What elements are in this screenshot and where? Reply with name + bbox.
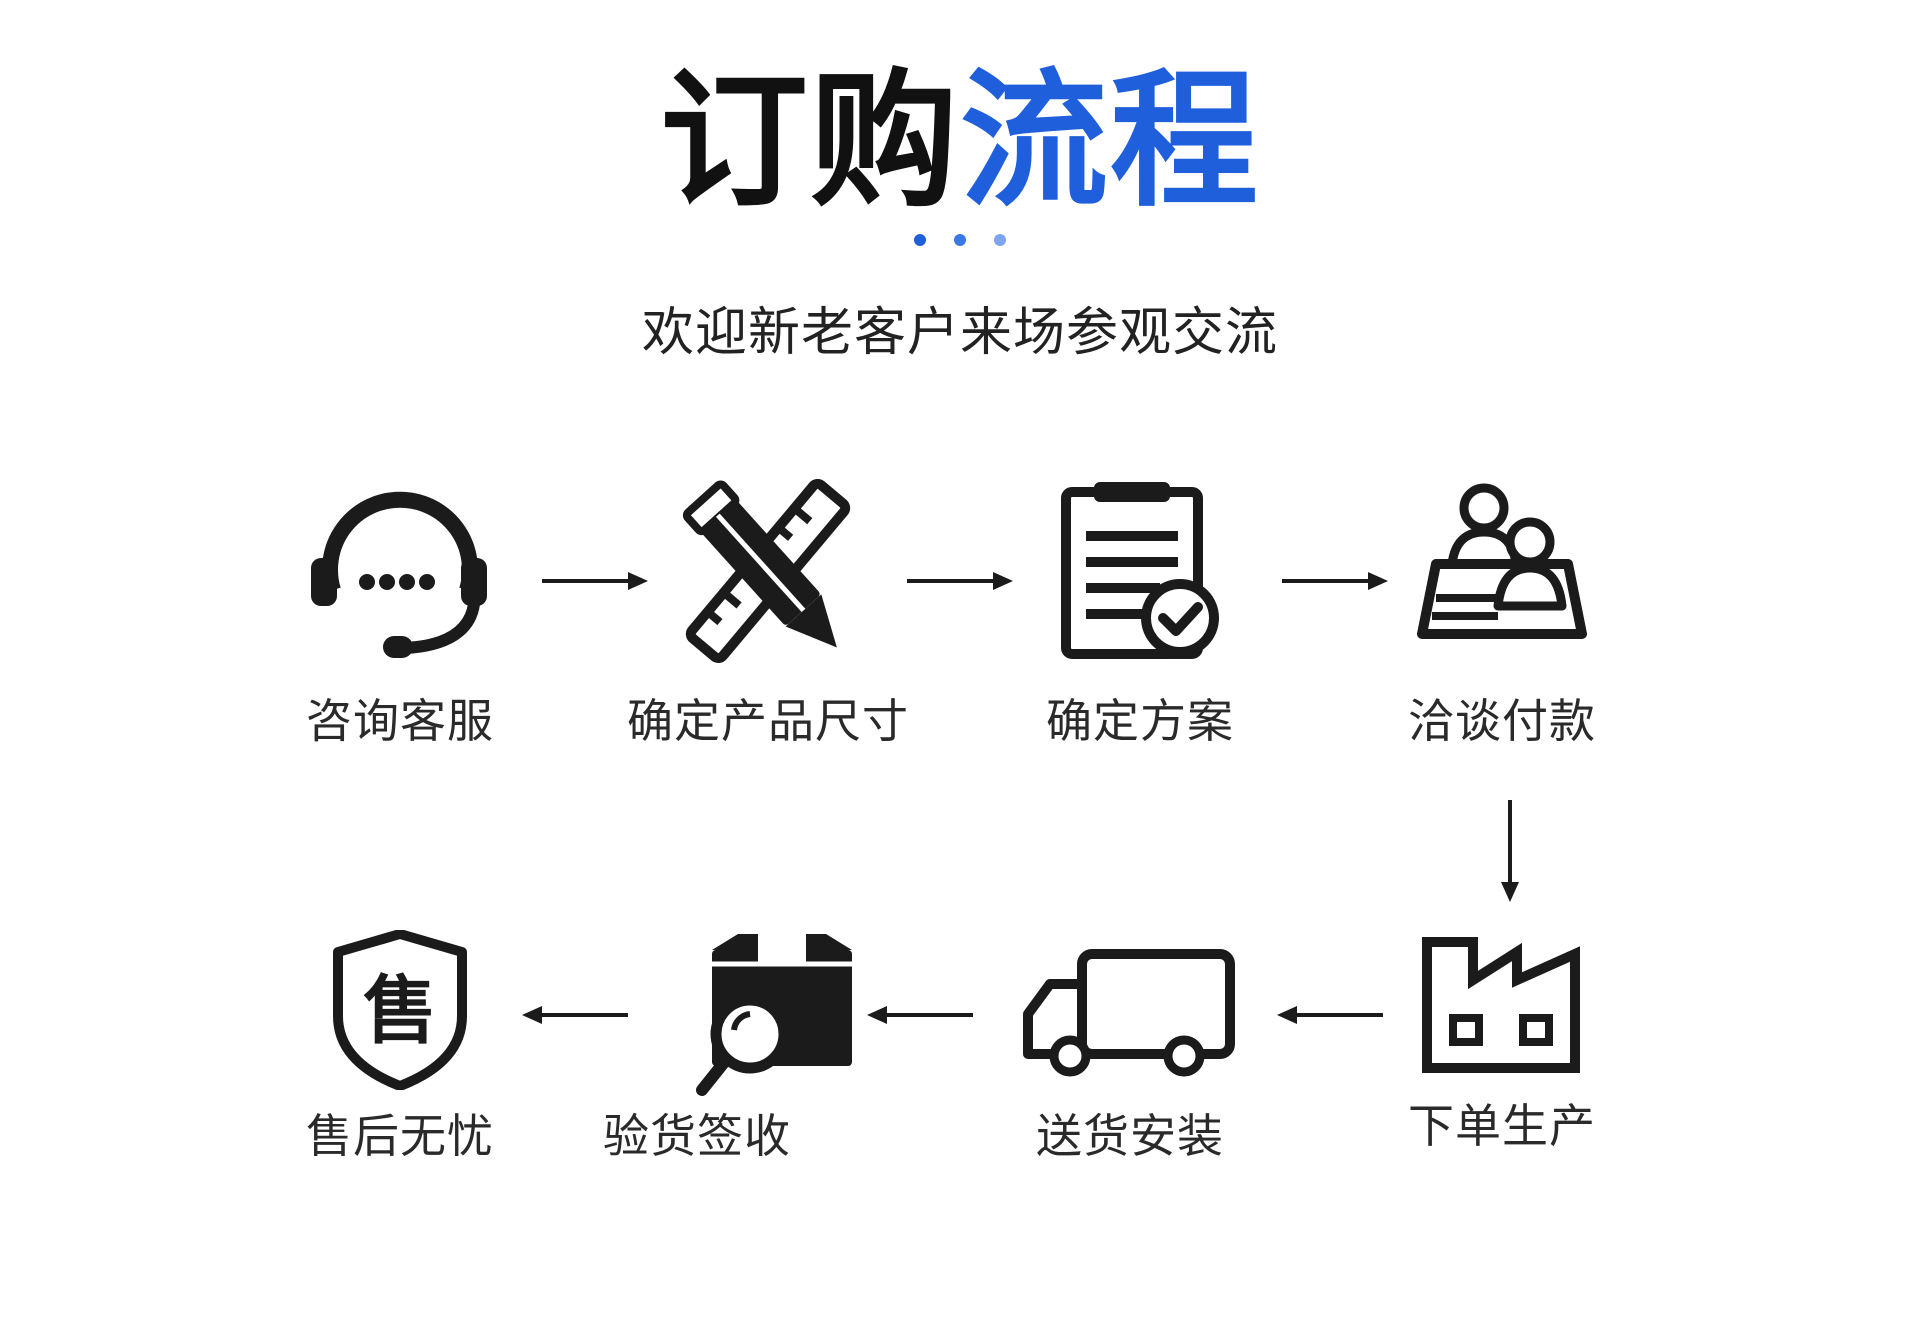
step-label: 咨询客服	[306, 694, 494, 748]
arrow-left-icon	[1277, 1006, 1383, 1024]
step-label: 确定产品尺寸	[627, 694, 909, 748]
step-inspection: 验货签收	[585, 930, 905, 1163]
arrow-right-icon	[1282, 572, 1388, 590]
after-sales-shield-icon: 售	[333, 930, 467, 1090]
subtitle: 欢迎新老客户来场参观交流	[641, 303, 1278, 363]
meeting-icon	[1417, 483, 1587, 639]
arrow-right-icon	[542, 572, 648, 590]
step-delivery: 送货安装	[970, 930, 1290, 1163]
arrow-left-icon	[522, 1006, 628, 1024]
shield-char: 售	[363, 968, 437, 1054]
package-inspect-icon	[696, 934, 852, 1096]
step-label: 送货安装	[1036, 1109, 1224, 1163]
clipboard-check-icon	[1061, 482, 1219, 659]
step-payment: 洽谈付款	[1342, 470, 1662, 770]
step-label: 验货签收	[603, 1109, 791, 1163]
arrow-right-icon	[907, 572, 1013, 590]
step-label: 洽谈付款	[1408, 694, 1596, 748]
decorative-dots	[0, 234, 1920, 246]
headset-icon	[311, 491, 487, 658]
page-title: 订购流程	[0, 60, 1920, 223]
truck-icon	[1023, 949, 1235, 1077]
step-plan: 确定方案	[980, 470, 1300, 770]
decorative-dot	[954, 234, 966, 246]
step-label: 售后无忧	[306, 1109, 494, 1163]
arrow-left-icon	[867, 1006, 973, 1024]
step-label: 下单生产	[1408, 1099, 1596, 1153]
pencil-ruler-icon	[682, 478, 851, 664]
step-size: 确定产品尺寸	[608, 470, 928, 770]
decorative-dot	[994, 234, 1006, 246]
decorative-dot	[914, 234, 926, 246]
step-production: 下单生产	[1342, 930, 1662, 1160]
title-part-2: 流程	[960, 55, 1260, 227]
step-consult: 咨询客服	[240, 470, 560, 770]
step-after-sales: 售 售后无忧	[240, 930, 560, 1163]
title-part-1: 订购	[660, 55, 960, 227]
arrow-down-icon	[1501, 800, 1519, 902]
step-label: 确定方案	[1046, 694, 1234, 748]
factory-icon	[1422, 937, 1580, 1073]
